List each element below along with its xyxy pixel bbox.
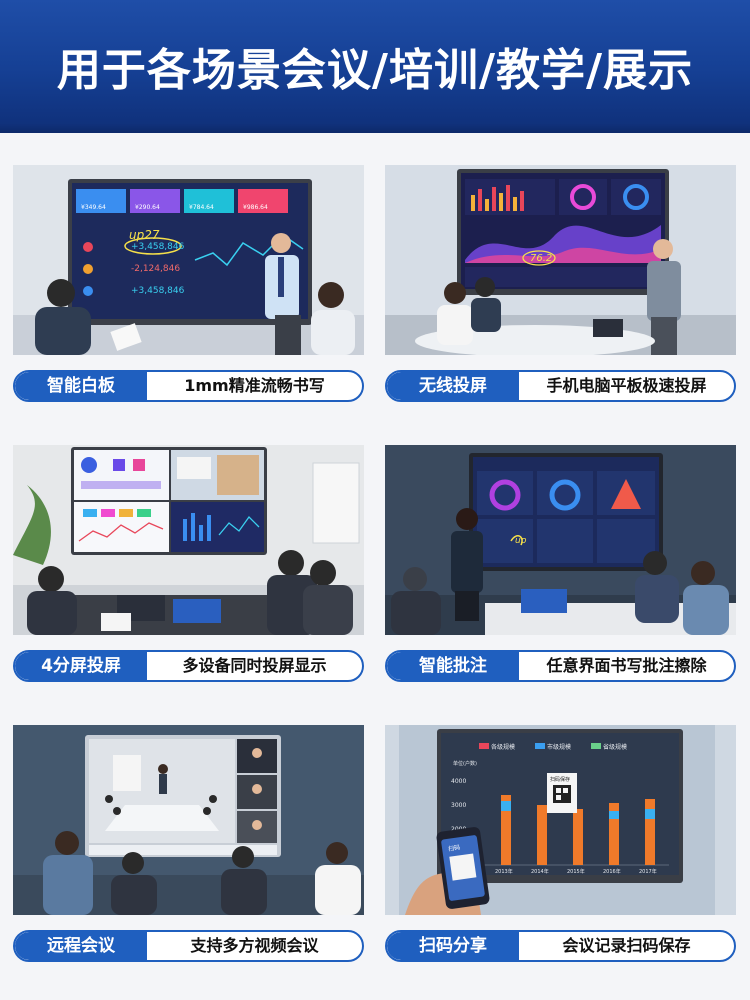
value-2: -2,124,846 bbox=[131, 264, 180, 274]
value-3: +3,458,846 bbox=[131, 286, 185, 296]
scan-photo: 各级规模 市级规模 省级规模 单位(户数) 4000 3000 2000 100… bbox=[385, 725, 736, 915]
feature-label: 远程会议 支持多方视频会议 bbox=[13, 930, 364, 962]
handwriting-note: 76.2 bbox=[530, 253, 552, 264]
phone-caption: 扫码 bbox=[448, 843, 461, 853]
whiteboard-photo: ¥349.64 ¥290.64 ¥784.64 ¥986.64 up27 +3,… bbox=[13, 165, 364, 355]
handwriting-note: up bbox=[515, 536, 527, 546]
stat-2: ¥290.64 bbox=[135, 204, 160, 211]
feature-label: 智能白板 1mm精准流畅书写 bbox=[13, 370, 364, 402]
x-tick-2017: 2017年 bbox=[639, 868, 657, 875]
feature-desc: 任意界面书写批注擦除 bbox=[546, 656, 707, 675]
feature-label: 智能批注 任意界面书写批注擦除 bbox=[385, 650, 736, 682]
x-tick-2016: 2016年 bbox=[603, 868, 621, 875]
feature-desc: 手机电脑平板极速投屏 bbox=[546, 376, 707, 395]
y-axis-unit: 单位(户数) bbox=[453, 760, 477, 767]
splitscreen-photo bbox=[13, 445, 364, 635]
stat-4: ¥986.64 bbox=[243, 204, 268, 211]
feature-tag: 远程会议 bbox=[15, 932, 147, 960]
feature-label: 无线投屏 手机电脑平板极速投屏 bbox=[385, 370, 736, 402]
feature-label: 4分屏投屏 多设备同时投屏显示 bbox=[13, 650, 364, 682]
y-tick-4000: 4000 bbox=[451, 778, 466, 785]
legend-3: 省级规模 bbox=[603, 743, 627, 751]
x-tick-2015: 2015年 bbox=[567, 868, 585, 875]
feature-desc: 1mm精准流畅书写 bbox=[184, 376, 325, 395]
stat-1: ¥349.64 bbox=[81, 204, 106, 211]
qr-caption: 扫码保存 bbox=[550, 776, 570, 783]
feature-tag: 4分屏投屏 bbox=[15, 652, 147, 680]
stat-3: ¥784.64 bbox=[189, 204, 214, 211]
feature-label: 扫码分享 会议记录扫码保存 bbox=[385, 930, 736, 962]
remote-photo bbox=[13, 725, 364, 915]
feature-tag: 智能批注 bbox=[387, 652, 519, 680]
page-title: 用于各场景会议/培训/教学/展示 bbox=[56, 45, 694, 96]
x-tick-2014: 2014年 bbox=[531, 868, 549, 875]
annotate-photo: up bbox=[385, 445, 736, 635]
feature-desc: 支持多方视频会议 bbox=[190, 936, 319, 955]
feature-tag: 扫码分享 bbox=[387, 932, 519, 960]
y-tick-3000: 3000 bbox=[451, 802, 466, 809]
legend-1: 各级规模 bbox=[491, 743, 515, 751]
wireless-photo: 76.2 bbox=[385, 165, 736, 355]
legend-2: 市级规模 bbox=[547, 743, 571, 751]
feature-desc: 会议记录扫码保存 bbox=[562, 936, 691, 955]
x-tick-2013: 2013年 bbox=[495, 868, 513, 875]
feature-desc: 多设备同时投屏显示 bbox=[182, 656, 327, 675]
feature-tag: 无线投屏 bbox=[387, 372, 519, 400]
value-1: +3,458,846 bbox=[131, 242, 185, 252]
header-banner: 用于各场景会议/培训/教学/展示 bbox=[0, 0, 750, 133]
feature-tag: 智能白板 bbox=[15, 372, 147, 400]
